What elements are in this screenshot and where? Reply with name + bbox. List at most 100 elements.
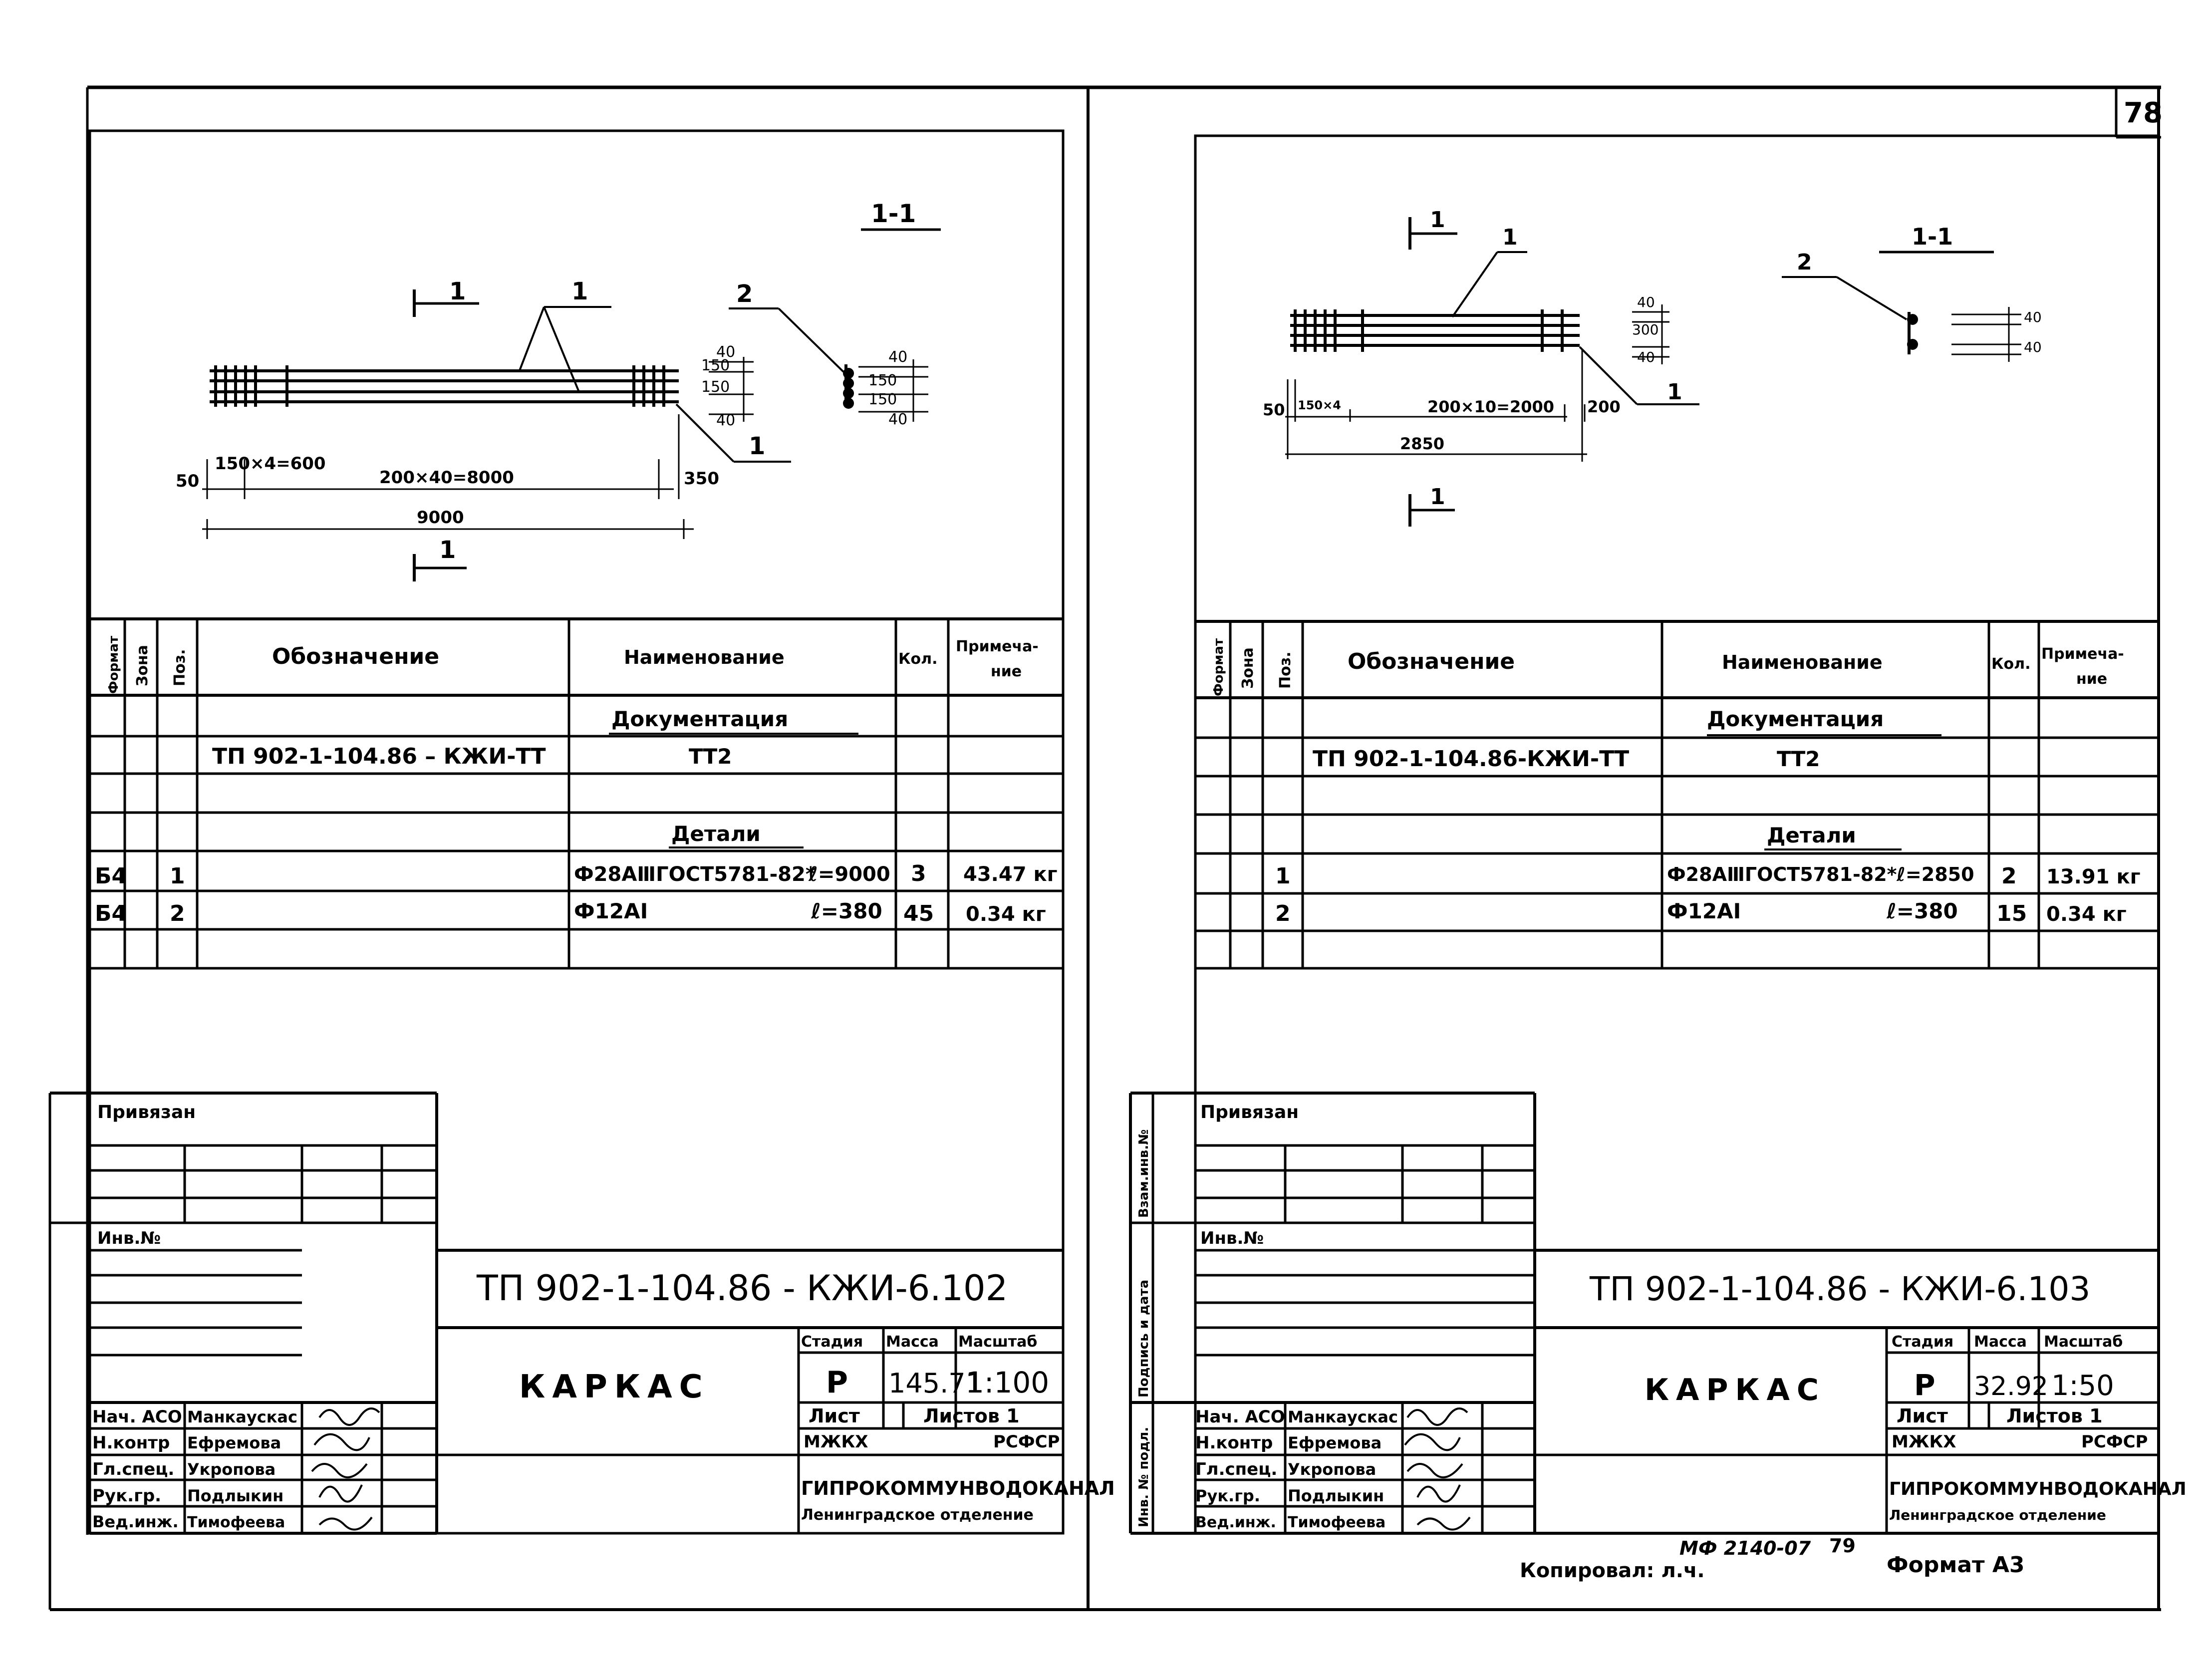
- drawing-right: [1285, 217, 2021, 527]
- inv-no-left: Инв.№: [97, 1228, 161, 1248]
- role-2-left: Гл.спец.: [92, 1459, 174, 1479]
- hdr-designation-left: Обозначение: [272, 644, 439, 669]
- row1-name-left: Ф28АⅢГОСТ5781-82*: [574, 863, 816, 886]
- name-4-left: Тимофеева: [187, 1514, 285, 1531]
- name-2-left: Укропова: [187, 1460, 276, 1479]
- scale-left: 1:100: [966, 1366, 1049, 1400]
- dim-total-left: 9000: [417, 508, 464, 528]
- callout-1b-right: 1: [1667, 379, 1682, 405]
- sheet-h-left: Лист: [809, 1405, 860, 1427]
- dim-stack-left-0: 40: [716, 343, 735, 361]
- role-2-right: Гл.спец.: [1195, 1459, 1277, 1479]
- dim-stack-right-r-1: 40: [2024, 339, 2042, 355]
- dim-stack-right-3: 40: [888, 411, 907, 428]
- callout-1-right: 1: [1502, 225, 1518, 250]
- org1b-left: РСФСР: [993, 1432, 1060, 1452]
- section-docs-right: Документация: [1707, 707, 1884, 731]
- dim-pitch-b-right: 200×10=2000: [1427, 397, 1554, 416]
- stage-left: Р: [826, 1365, 848, 1400]
- cut-mark-top-left: 1: [449, 278, 466, 305]
- mf-code: МФ 2140-07: [1679, 1537, 1811, 1559]
- hdr-name-left: Наименование: [624, 646, 785, 668]
- stage-h-right: Стадия: [1892, 1333, 1953, 1351]
- role-0-left: Нач. АСО: [92, 1407, 182, 1427]
- mass-h-right: Масса: [1974, 1333, 2027, 1351]
- format-label: Формат А3: [1887, 1552, 2025, 1578]
- privyazan-left: Привязан: [97, 1102, 196, 1122]
- scale-h-left: Масштаб: [958, 1333, 1037, 1351]
- hdr-note2-left: ние: [991, 663, 1022, 680]
- cut-mark-bottom-right: 1: [1430, 484, 1445, 510]
- row2-qty-left: 45: [903, 901, 934, 926]
- org3-right: Ленинградское отделение: [1889, 1507, 2106, 1523]
- role-0-right: Нач. АСО: [1195, 1407, 1285, 1427]
- name-3-right: Подлыкин: [1288, 1486, 1384, 1505]
- hdr-designation-right: Обозначение: [1348, 649, 1515, 674]
- name-0-right: Манкаускас: [1288, 1407, 1398, 1426]
- hdr-format-right: Формат: [1211, 638, 1226, 696]
- dim-stack-right-1: 150: [868, 372, 897, 389]
- copied-by: Копировал: л.ч.: [1520, 1559, 1705, 1582]
- inv-no-right: Инв.№: [1200, 1228, 1264, 1248]
- name-1-right: Ефремова: [1288, 1433, 1382, 1452]
- dim-stack-right-2: 150: [868, 391, 897, 408]
- row1-length-left: ℓ=9000: [808, 863, 890, 886]
- row1-pos-right: 1: [1275, 863, 1291, 889]
- row2-length-left: ℓ=380: [811, 899, 882, 923]
- row1-pos-left: 1: [170, 863, 185, 889]
- hdr-qty-right: Кол.: [1991, 655, 2031, 673]
- title-right: КАРКАС: [1645, 1373, 1826, 1407]
- dim-stack-right-0: 40: [888, 348, 907, 366]
- scale-right: 1:50: [2051, 1370, 2114, 1402]
- dim-pitch-a-left: 150×4=600: [215, 454, 326, 474]
- name-3-left: Подлыкин: [187, 1486, 283, 1505]
- doc-name-left: ТТ2: [689, 744, 732, 769]
- cut-mark-top-right: 1: [1430, 207, 1445, 233]
- row1-qty-right: 2: [2001, 863, 2017, 889]
- org1b-right: РСФСР: [2081, 1432, 2148, 1452]
- section-label-left: 1-1: [871, 199, 916, 228]
- row1-note-right: 13.91 кг: [2046, 865, 2141, 888]
- role-4-right: Вед.инж.: [1195, 1514, 1276, 1531]
- dim-stack-left-r-2: 40: [1637, 349, 1655, 365]
- hdr-note2-right: ние: [2076, 670, 2107, 688]
- dim-total-right: 2850: [1400, 434, 1444, 453]
- row2-name-left: Ф12АI: [574, 899, 648, 923]
- callout-2-right: 2: [1797, 250, 1812, 275]
- mass-left: 145.71: [888, 1368, 983, 1399]
- role-1-left: Н.контр: [92, 1433, 170, 1453]
- org3-left: Ленинградское отделение: [801, 1506, 1034, 1524]
- page-number: 78: [2124, 97, 2163, 129]
- sheet-h-right: Лист: [1897, 1405, 1948, 1427]
- sheets-h-left: Листов 1: [923, 1405, 1020, 1427]
- doc-name-right: ТТ2: [1777, 747, 1820, 771]
- cut-mark-bottom-left: 1: [439, 536, 456, 564]
- hdr-note1-left: Примеча-: [956, 638, 1039, 655]
- mass-h-left: Масса: [886, 1333, 939, 1351]
- row1-note-left: 43.47 кг: [963, 863, 1058, 886]
- doc-designation-left: ТП 902-1-104.86 – КЖИ-ТТ: [212, 744, 546, 769]
- dim-pitch-b-left: 200×40=8000: [379, 468, 514, 488]
- scale-h-right: Масштаб: [2044, 1333, 2123, 1351]
- hdr-name-right: Наименование: [1722, 651, 1883, 673]
- doc-designation-right: ТП 902-1-104.86-КЖИ-ТТ: [1313, 746, 1629, 772]
- hdr-zone-left: Зона: [134, 645, 151, 686]
- dim-pitch-a-right: 150×4: [1298, 398, 1341, 412]
- section-parts-left: Детали: [671, 822, 761, 846]
- role-3-left: Рук.гр.: [92, 1486, 161, 1506]
- row1-format-left: Б4: [95, 863, 127, 889]
- side-vzam: Взам.инв.№: [1136, 1129, 1151, 1218]
- side-podp: Подпись и дата: [1136, 1280, 1151, 1398]
- dim-stack-left-r-1: 300: [1632, 321, 1658, 338]
- privyazan-right: Привязан: [1200, 1102, 1299, 1122]
- dim-stack-left-3: 40: [716, 412, 735, 429]
- hdr-pos-right: Поз.: [1277, 651, 1294, 689]
- hdr-format-left: Формат: [106, 636, 121, 694]
- doc-code-right: ТП 902-1-104.86 - КЖИ-6.103: [1589, 1270, 2090, 1308]
- name-2-right: Укропова: [1288, 1460, 1376, 1479]
- name-1-left: Ефремова: [187, 1433, 281, 1452]
- doc-code-left: ТП 902-1-104.86 - КЖИ-6.102: [476, 1268, 1008, 1309]
- name-0-left: Манкаускас: [187, 1407, 297, 1426]
- dim-stack-right-r-0: 40: [2024, 309, 2042, 325]
